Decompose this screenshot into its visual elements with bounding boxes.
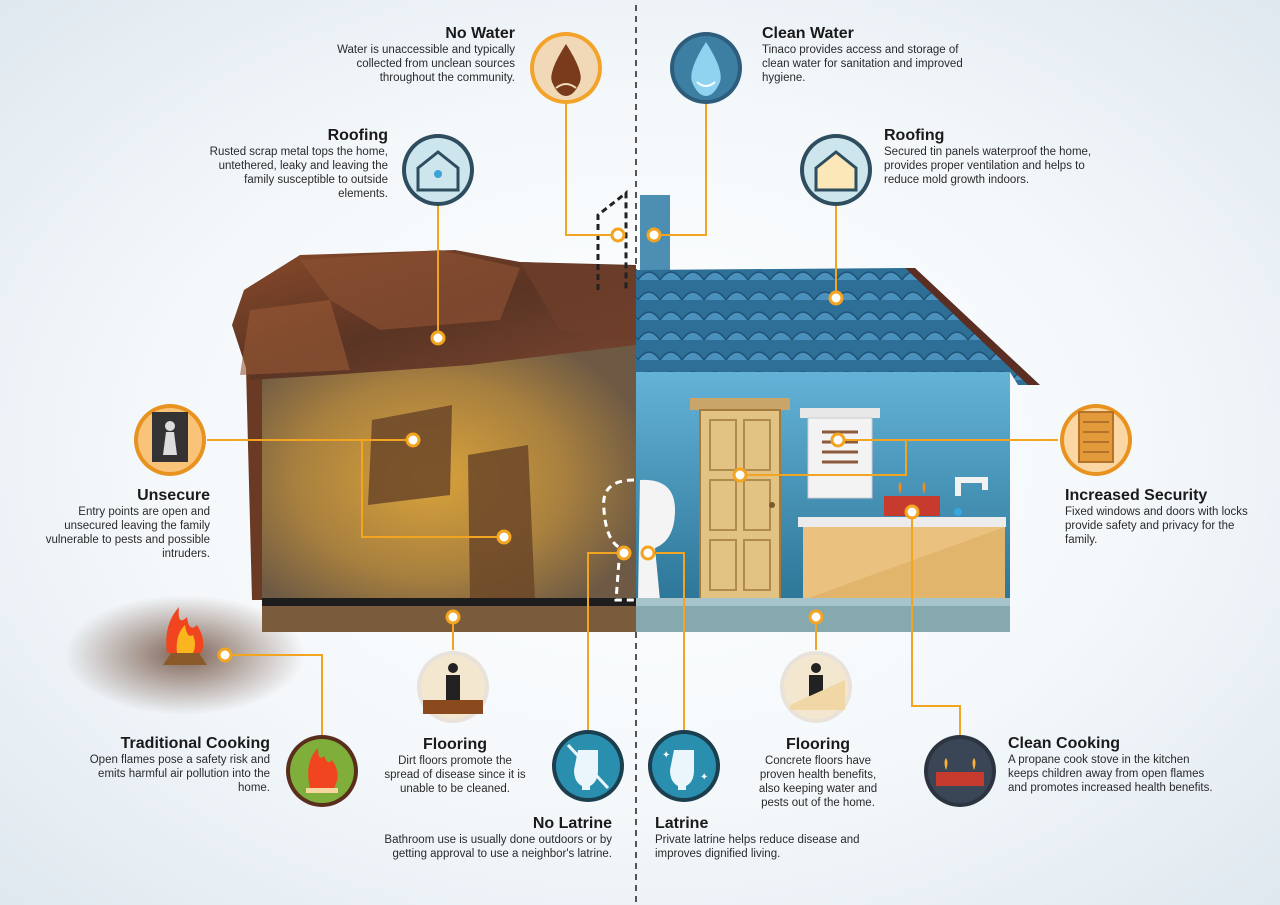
- new-door: [699, 409, 781, 601]
- left-flooring-title: Flooring: [423, 736, 487, 753]
- svg-text:✦: ✦: [700, 772, 708, 783]
- right-flooring-desc: Concrete floors have proven health benef…: [758, 755, 878, 809]
- increased-security-label: Increased Security Fixed windows and doo…: [1065, 486, 1250, 547]
- latrine-label: Latrine Private latrine helps reduce dis…: [655, 814, 895, 861]
- left-flooring-label: Flooring Dirt floors promote the spread …: [382, 735, 528, 796]
- increased-security-title: Increased Security: [1065, 487, 1208, 504]
- left-roofing-desc: Rusted scrap metal tops the home, unteth…: [209, 146, 388, 200]
- clean-water-desc: Tinaco provides access and storage of cl…: [762, 44, 963, 84]
- increased-security-desc: Fixed windows and doors with locks provi…: [1065, 506, 1248, 546]
- clean-water-title: Clean Water: [762, 25, 854, 42]
- no-latrine-label: No Latrine Bathroom use is usually done …: [350, 814, 612, 861]
- old-window-board: [368, 405, 452, 505]
- connector-dots: [217, 227, 920, 663]
- clean-cooking-desc: A propane cook stove in the kitchen keep…: [1008, 754, 1213, 794]
- no-water-title: No Water: [445, 25, 515, 42]
- new-window: [807, 417, 873, 499]
- shuttered-window-icon: [1060, 404, 1132, 476]
- propane-stove-icon: [924, 735, 996, 807]
- happy-water-drop-icon: [670, 32, 742, 104]
- traditional-cooking-title: Traditional Cooking: [120, 735, 270, 752]
- campfire: [163, 607, 207, 665]
- connector-lines: [207, 100, 1058, 735]
- no-toilet-icon: [552, 730, 624, 802]
- clean-cooking-label: Clean Cooking A propane cook stove in th…: [1008, 734, 1223, 795]
- person-concrete-floor-icon: [780, 651, 852, 723]
- old-house: [232, 189, 636, 632]
- traditional-cooking-label: Traditional Cooking Open flames pose a s…: [80, 734, 270, 795]
- clean-cooking-title: Clean Cooking: [1008, 735, 1121, 752]
- no-water-desc: Water is unaccessible and typically coll…: [337, 44, 515, 84]
- right-roofing-label: Roofing Secured tin panels waterproof th…: [884, 126, 1116, 187]
- campfire-icon: [286, 735, 358, 807]
- unsecure-title: Unsecure: [137, 487, 210, 504]
- unsecure-label: Unsecure Entry points are open and unsec…: [30, 486, 210, 561]
- unsecure-desc: Entry points are open and unsecured leav…: [45, 506, 210, 560]
- svg-text:✦: ✦: [662, 750, 670, 761]
- sheltered-house-icon: [800, 134, 872, 206]
- sad-water-drop-icon: [530, 32, 602, 104]
- latrine-title: Latrine: [655, 815, 709, 832]
- right-flooring-label: Flooring Concrete floors have proven hea…: [748, 735, 888, 810]
- leaky-house-icon: [402, 134, 474, 206]
- old-door-board: [468, 445, 535, 600]
- right-flooring-title: Flooring: [786, 736, 850, 753]
- open-window-person-icon: [134, 404, 206, 476]
- no-latrine-desc: Bathroom use is usually done outdoors or…: [384, 834, 612, 860]
- right-roofing-desc: Secured tin panels waterproof the home, …: [884, 146, 1092, 186]
- new-house: [602, 195, 1040, 632]
- latrine-desc: Private latrine helps reduce disease and…: [655, 834, 860, 860]
- left-roofing-label: Roofing Rusted scrap metal tops the home…: [195, 126, 388, 201]
- left-flooring-desc: Dirt floors promote the spread of diseas…: [384, 755, 526, 795]
- toilet: [638, 479, 675, 600]
- left-roofing-title: Roofing: [327, 127, 388, 144]
- clean-water-label: Clean Water Tinaco provides access and s…: [762, 24, 982, 85]
- clean-toilet-icon: ✦ ✦: [648, 730, 720, 802]
- person-dirt-floor-icon: [417, 651, 489, 723]
- right-roofing-title: Roofing: [884, 127, 945, 144]
- no-water-label: No Water Water is unaccessible and typic…: [300, 24, 515, 85]
- traditional-cooking-desc: Open flames pose a safety risk and emits…: [89, 754, 270, 794]
- no-latrine-title: No Latrine: [532, 815, 612, 832]
